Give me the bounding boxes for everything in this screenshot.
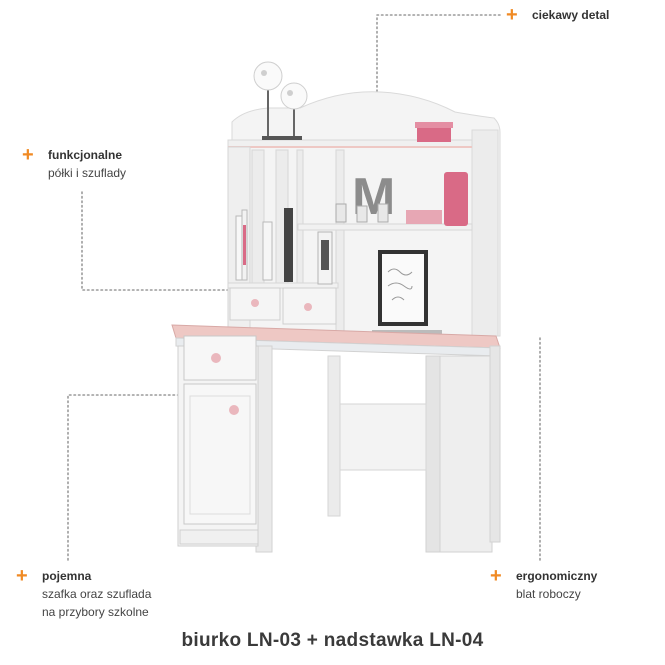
modesty-panel-left-leg xyxy=(327,355,341,517)
drawer-knob xyxy=(304,303,312,311)
plus-icon: + xyxy=(22,144,34,166)
pink-canister xyxy=(444,172,468,226)
callout-detail-title: ciekawy detal xyxy=(532,8,610,22)
leader-shelves xyxy=(81,191,229,291)
pink-box xyxy=(417,126,451,142)
glass xyxy=(377,203,389,223)
desk xyxy=(171,324,501,553)
modesty-panel xyxy=(329,403,427,471)
pedestal-door-knob xyxy=(229,405,239,415)
figurine-base xyxy=(262,136,302,140)
pedestal-drawer-knob xyxy=(211,353,221,363)
pedestal-door xyxy=(183,383,257,525)
callout-cabinet-subtitle-line2: na przybory szkolne xyxy=(42,605,149,619)
callout-desktop-title: ergonomiczny xyxy=(516,569,598,583)
product-caption: biurko LN-03 + nadstawka LN-04 xyxy=(181,630,484,651)
desk-leg-right-side xyxy=(489,345,501,543)
pedestal-foot xyxy=(179,529,259,545)
callout-cabinet: + pojemna szafka oraz szuflada na przybo… xyxy=(16,565,152,621)
desk-leg-right-inner xyxy=(425,355,441,553)
callout-shelves-title: funkcjonalne xyxy=(48,148,123,162)
leader-lines xyxy=(67,14,541,561)
callout-shelves-subtitle: półki i szuflady xyxy=(48,166,127,180)
callout-shelves: + funkcjonalne półki i szuflady xyxy=(22,144,127,182)
glass xyxy=(335,203,347,223)
pedestal-door-panel xyxy=(189,395,251,515)
plus-icon: + xyxy=(490,565,502,587)
figurine xyxy=(253,61,283,91)
plus-icon: + xyxy=(506,4,518,26)
book-spine-label xyxy=(321,240,329,270)
callout-desktop: + ergonomiczny blat roboczy xyxy=(490,565,598,603)
pink-box-lid xyxy=(415,122,453,128)
hutch-right-side xyxy=(471,129,499,337)
callout-cabinet-title: pojemna xyxy=(42,569,92,583)
book xyxy=(235,215,243,281)
divider-3 xyxy=(296,149,304,285)
callout-cabinet-subtitle-line1: szafka oraz szuflada xyxy=(42,587,152,601)
drawer-knob xyxy=(251,299,259,307)
divider-4 xyxy=(335,149,345,341)
book xyxy=(262,221,273,281)
picture-mat xyxy=(382,254,424,322)
callout-desktop-subtitle: blat roboczy xyxy=(516,587,581,601)
book xyxy=(284,208,293,282)
figurine xyxy=(280,82,308,110)
figurine-eye xyxy=(287,90,293,96)
middle-shelf xyxy=(297,223,473,231)
divider-1 xyxy=(251,149,265,285)
picture-script xyxy=(387,268,413,301)
top-shelf-pink-edge xyxy=(228,146,472,148)
leader-detail xyxy=(376,14,501,121)
leader-cabinet xyxy=(67,394,223,561)
callout-detail: + ciekawy detal xyxy=(506,4,610,26)
book xyxy=(243,225,246,265)
glass xyxy=(356,205,368,223)
figurine-eye xyxy=(261,70,267,76)
plus-icon: + xyxy=(16,565,28,587)
pink-tray xyxy=(406,210,442,224)
